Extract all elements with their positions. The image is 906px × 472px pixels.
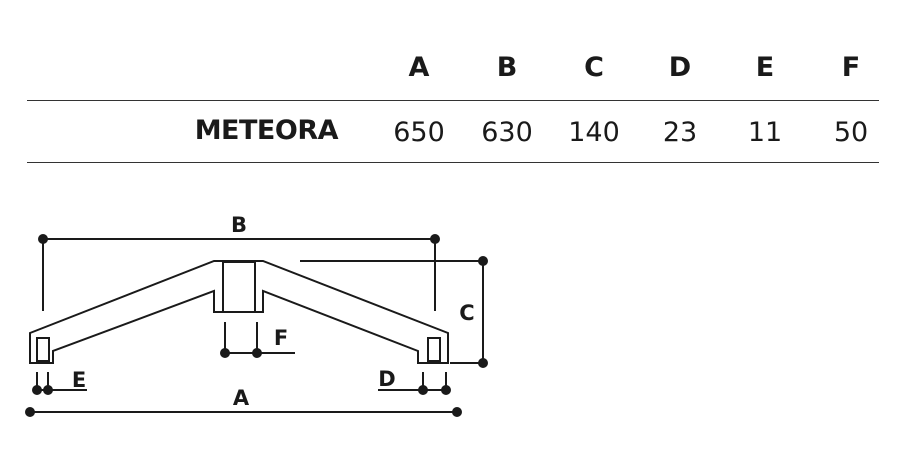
handle-body	[29, 260, 449, 364]
value-e: 11	[747, 117, 783, 148]
value-a: 650	[393, 117, 445, 148]
col-header-f: F	[841, 52, 861, 83]
col-header-d: D	[668, 52, 692, 83]
col-header-a: A	[408, 52, 430, 83]
label-d: D	[378, 367, 395, 391]
model-name: METEORA	[194, 115, 339, 146]
value-c: 140	[568, 117, 620, 148]
label-f: F	[274, 326, 288, 350]
value-f: 50	[833, 117, 869, 148]
dim-d-dot-left	[418, 385, 428, 395]
dim-c-dot-bottom	[478, 358, 488, 368]
handle-outline	[29, 260, 449, 364]
left-foot-insert	[36, 337, 50, 362]
table-rule-bottom	[27, 162, 879, 163]
dim-c-dot-top	[478, 256, 488, 266]
label-c: C	[459, 301, 474, 325]
center-block	[222, 261, 256, 313]
dim-f-dot-right	[252, 348, 262, 358]
dim-f-dot-left	[220, 348, 230, 358]
dim-a-dot-left	[25, 407, 35, 417]
dim-b-dot-right	[430, 234, 440, 244]
table-rule-top	[27, 100, 879, 101]
dim-b-dot-left	[38, 234, 48, 244]
col-header-b: B	[496, 52, 518, 83]
col-header-c: C	[584, 52, 604, 83]
dimension-lines	[25, 234, 488, 417]
value-b: 630	[481, 117, 533, 148]
label-a: A	[233, 386, 250, 410]
value-d: 23	[662, 117, 698, 148]
right-foot-insert	[427, 337, 441, 362]
label-e: E	[72, 368, 86, 392]
dim-a-dot-right	[452, 407, 462, 417]
col-header-e: E	[755, 52, 775, 83]
dim-d-dot-right	[441, 385, 451, 395]
dim-e-dot-left	[32, 385, 42, 395]
label-b: B	[231, 213, 247, 237]
dim-e-dot-right	[43, 385, 53, 395]
